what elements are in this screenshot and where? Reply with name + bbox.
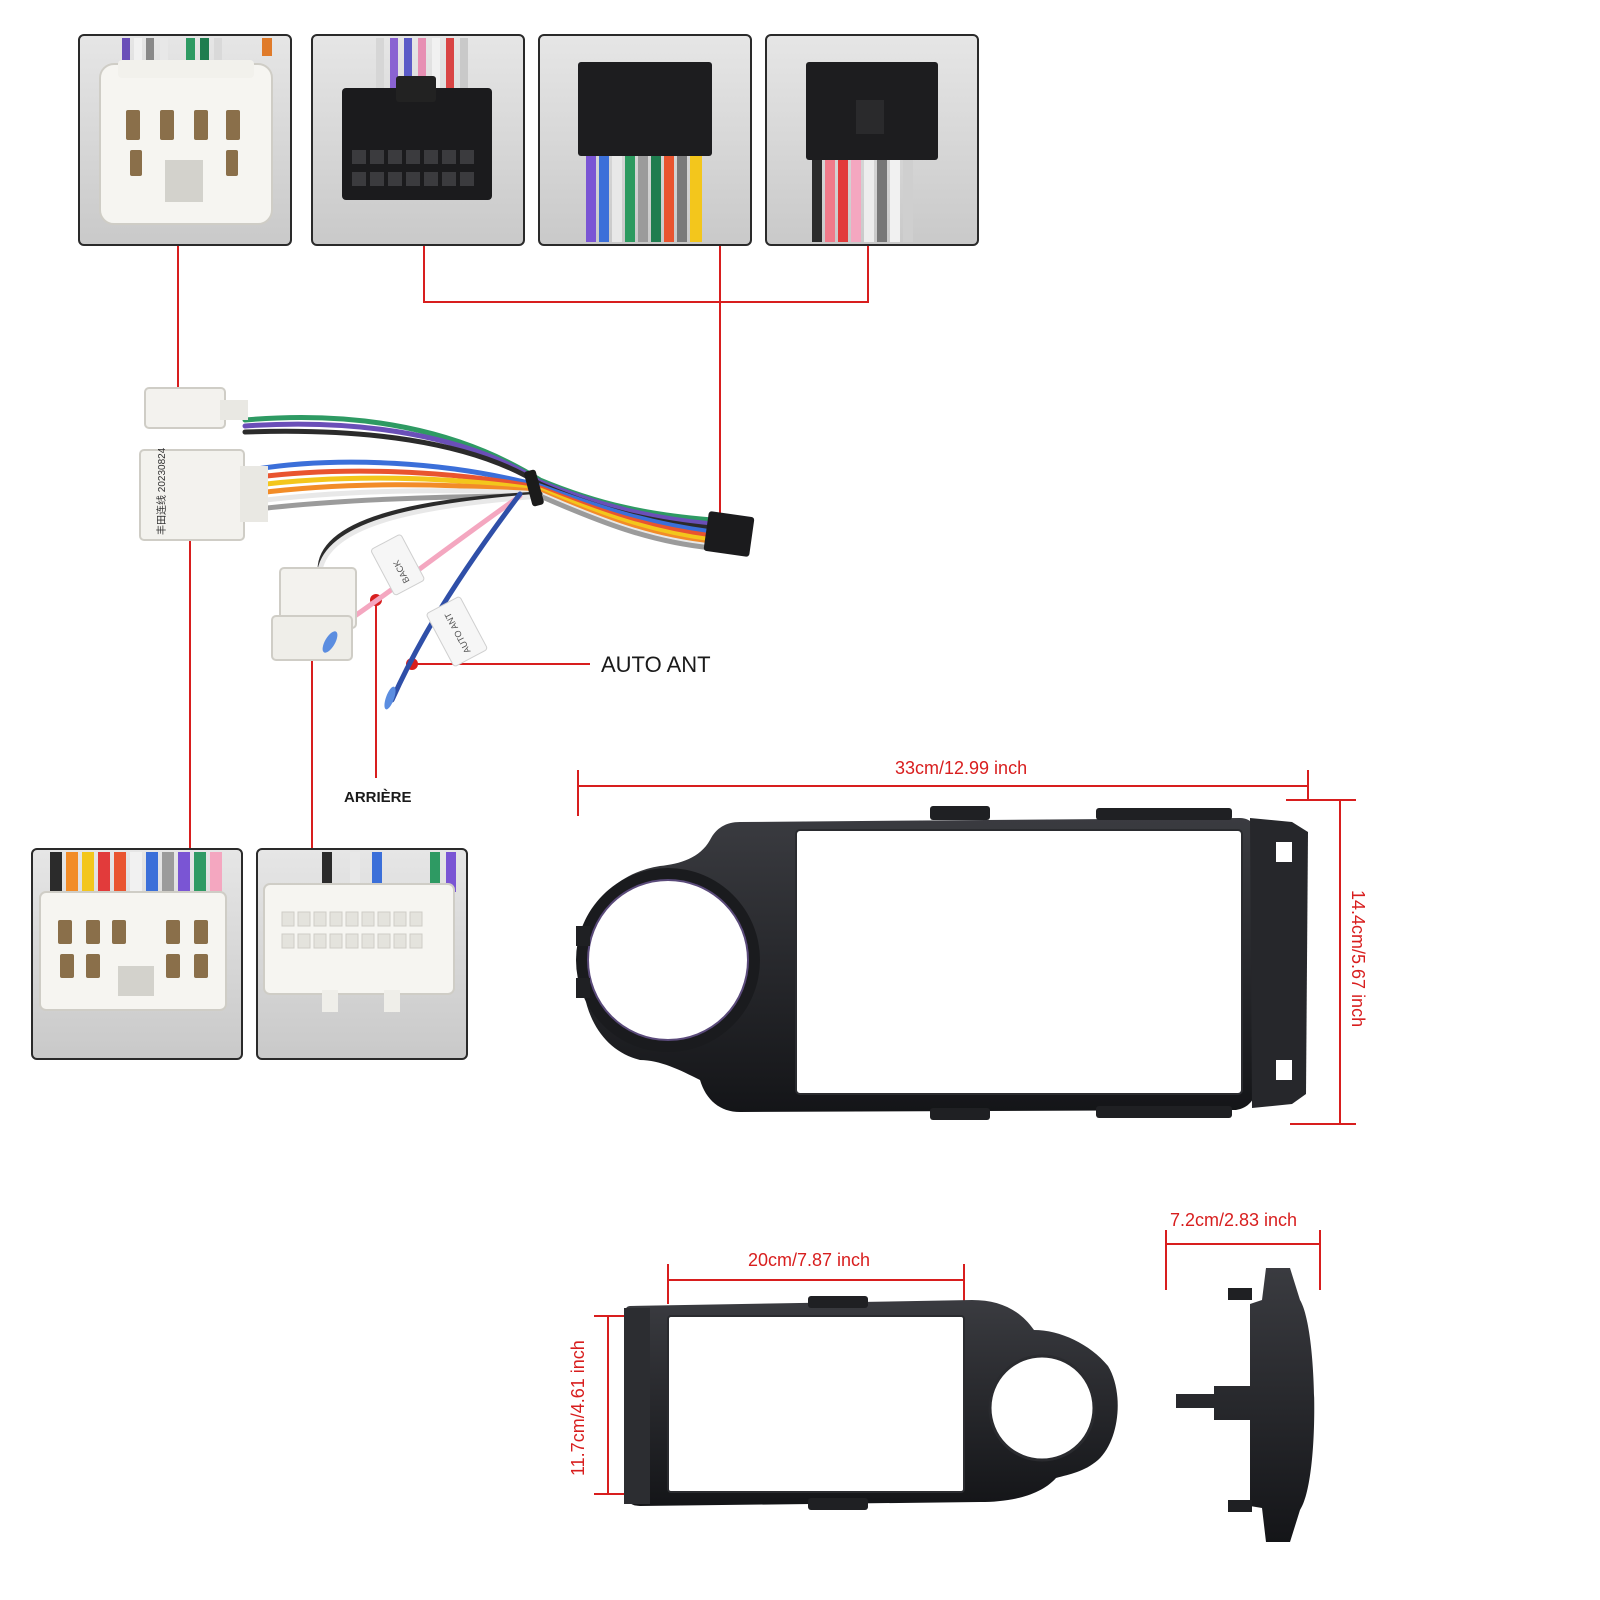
back-frame-bracket <box>624 1308 650 1504</box>
colored-wire-set <box>586 156 702 242</box>
connector-panel-colored-wires <box>538 34 752 246</box>
harness-plug-tag: 丰田连线 20230824 <box>155 447 168 535</box>
arriere-label: ARRIÈRE <box>344 789 412 806</box>
plug-pins <box>126 110 240 176</box>
wire-bundle <box>376 38 468 93</box>
dimension-frame-width <box>577 770 1309 816</box>
dimension-inner-width <box>667 1264 965 1304</box>
inner-height-label: 11.7cm/4.61 inch <box>568 1340 588 1476</box>
connector-panel-multi-wires <box>765 34 979 246</box>
inner-width-label: 20cm/7.87 inch <box>748 1250 870 1270</box>
wire-bundle <box>322 852 456 892</box>
frame-side-bracket <box>1250 818 1308 1108</box>
frame-gauge-hole <box>587 879 749 1041</box>
side-profile-body <box>1176 1268 1315 1542</box>
callout-lines <box>177 246 869 848</box>
dimension-depth <box>1165 1230 1321 1290</box>
plug-pins <box>58 920 208 978</box>
dimension-frame-height <box>1286 799 1356 1125</box>
connector-panel-white-8pin <box>78 34 292 246</box>
frame-width-label: 33cm/12.99 inch <box>895 758 1027 778</box>
wire-bundle <box>122 38 272 68</box>
back-wire-tag: BACK <box>371 534 425 596</box>
depth-label: 7.2cm/2.83 inch <box>1170 1210 1297 1230</box>
wiring-harness: 丰田连线 20230824 BACK AUTO ANT <box>139 387 755 710</box>
connector-panel-black-16pin <box>311 34 525 246</box>
ant-wire-tag: AUTO ANT <box>426 596 488 667</box>
black-plug-body <box>578 62 712 156</box>
harness-plug-black-end <box>703 511 755 557</box>
harness-plug-top <box>144 387 226 429</box>
harness-plug-main <box>139 449 245 541</box>
wire-bundle <box>50 852 222 896</box>
frame-height-label: 14.4cm/5.67 inch <box>1348 890 1368 1027</box>
plug-cavities <box>281 911 423 949</box>
back-frame-gauge-hole <box>988 1354 1096 1462</box>
dash-frame-side: 7.2cm/2.83 inch <box>1165 1210 1321 1542</box>
colored-wire-set <box>812 160 913 242</box>
frame-display-opening <box>795 829 1243 1095</box>
auto-ant-label: AUTO ANT <box>601 652 711 677</box>
connector-panel-white-20pin <box>256 848 468 1060</box>
dash-frame-front: 33cm/12.99 inch 14.4cm/5.67 inch <box>576 758 1368 1125</box>
back-frame-display-opening <box>667 1315 965 1493</box>
connector-panel-white-10pin <box>31 848 243 1060</box>
plug-cavities <box>352 150 474 186</box>
dash-frame-back: 20cm/7.87 inch 11.7cm/4.61 inch <box>568 1250 1118 1510</box>
